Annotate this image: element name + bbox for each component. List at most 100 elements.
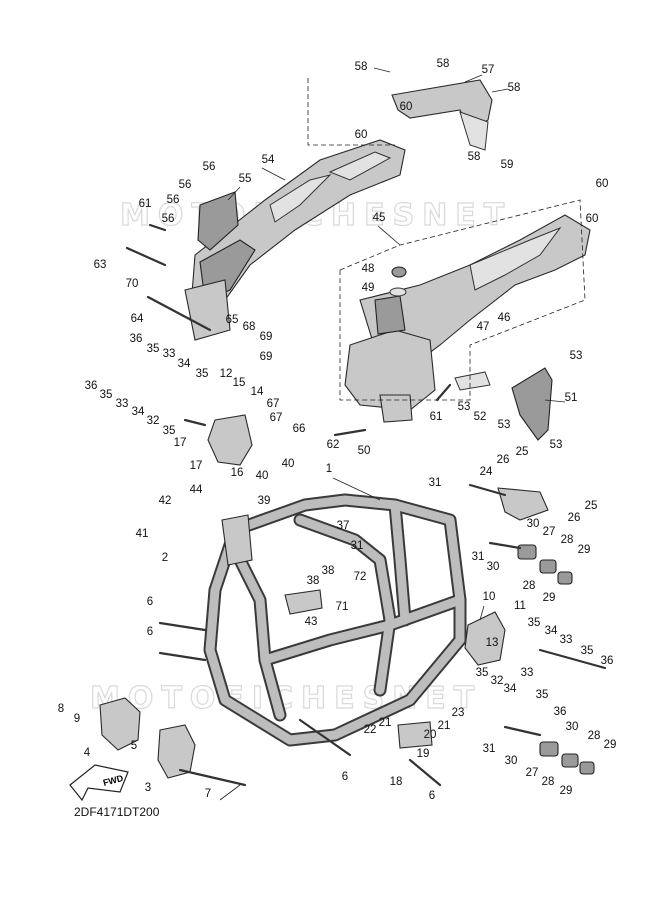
callout-number: 57 — [482, 64, 495, 76]
callout-number: 36 — [130, 333, 143, 345]
callout-number: 36 — [554, 706, 567, 718]
callout-number: 34 — [545, 625, 558, 637]
callout-number: 35 — [196, 368, 209, 380]
callout-number: 71 — [336, 601, 349, 613]
callout-number: 22 — [364, 724, 377, 736]
callout-number: 56 — [167, 194, 180, 206]
callout-number: 25 — [585, 500, 598, 512]
callout-number: 64 — [131, 313, 144, 325]
callout-number: 7 — [205, 788, 211, 800]
callout-number: 16 — [231, 467, 244, 479]
callout-number: 50 — [358, 445, 371, 457]
callout-number: 35 — [581, 645, 594, 657]
callout-number: 28 — [561, 534, 574, 546]
bracket-43 — [284, 589, 323, 615]
callout-number: 35 — [163, 425, 176, 437]
callout-number: 41 — [136, 528, 149, 540]
callout-number: 26 — [497, 454, 510, 466]
callout-number: 30 — [566, 721, 579, 733]
callout-number: 40 — [256, 470, 269, 482]
callout-number: 28 — [523, 580, 536, 592]
callout-number: 63 — [94, 259, 107, 271]
callout-number: 47 — [477, 321, 490, 333]
callout-number: 1 — [326, 463, 332, 475]
filler-gasket — [389, 287, 407, 297]
callout-number: 54 — [262, 154, 275, 166]
callout-number: 24 — [480, 466, 493, 478]
assembly-outline-45 — [339, 199, 586, 401]
callout-number: 20 — [424, 729, 437, 741]
leader-lines — [219, 67, 566, 801]
callout-number: 31 — [429, 477, 442, 489]
callout-number: 30 — [505, 755, 518, 767]
callout-number: 13 — [486, 637, 499, 649]
callout-number: 44 — [190, 484, 203, 496]
callout-number: 3 — [145, 782, 151, 794]
rear-subframe — [184, 139, 406, 341]
callout-number: 67 — [270, 412, 283, 424]
callout-number: 31 — [483, 743, 496, 755]
callout-number: 53 — [570, 350, 583, 362]
bracket-lower — [397, 721, 433, 749]
callout-number: 12 — [220, 368, 233, 380]
callout-number: 25 — [516, 446, 529, 458]
callout-number: 34 — [504, 683, 517, 695]
callout-number: 35 — [528, 617, 541, 629]
callout-number: 52 — [474, 411, 487, 423]
callout-number: 2 — [162, 552, 168, 564]
stay-bracket — [454, 371, 491, 391]
callout-number: 58 — [468, 151, 481, 163]
front-mount-right — [157, 724, 196, 779]
callout-number: 53 — [498, 419, 511, 431]
right-cover — [511, 367, 553, 441]
callout-number: 26 — [568, 512, 581, 524]
callout-number: 29 — [578, 544, 591, 556]
callout-number: 33 — [163, 348, 176, 360]
callout-number: 36 — [85, 380, 98, 392]
callout-number: 56 — [179, 179, 192, 191]
main-frame — [203, 493, 467, 747]
callout-number: 45 — [373, 212, 386, 224]
callout-number: 10 — [483, 591, 496, 603]
callout-number: 39 — [258, 495, 271, 507]
callout-number: 42 — [159, 495, 172, 507]
callout-number: 31 — [472, 551, 485, 563]
callout-number: 34 — [132, 406, 145, 418]
callout-number: 62 — [327, 439, 340, 451]
damper-set-upper — [517, 544, 573, 585]
callout-number: 27 — [543, 526, 556, 538]
callout-number: 51 — [565, 392, 578, 404]
engine-mount-right — [464, 611, 506, 666]
callout-number: 61 — [139, 198, 152, 210]
bolts — [125, 223, 607, 787]
diagram-code: 2DF4171DT200 — [74, 805, 160, 819]
main-subframe — [344, 214, 591, 423]
callout-number: 33 — [521, 667, 534, 679]
callout-number: 46 — [498, 312, 511, 324]
rear-bracket — [391, 79, 493, 151]
callout-number: 6 — [147, 596, 153, 608]
callout-number: 31 — [351, 540, 364, 552]
callout-number: 17 — [190, 460, 203, 472]
callout-number: 66 — [293, 423, 306, 435]
callout-number: 23 — [452, 707, 465, 719]
callout-number: 33 — [116, 398, 129, 410]
callout-number: 35 — [100, 389, 113, 401]
callout-number: 53 — [458, 401, 471, 413]
callout-number: 6 — [429, 790, 435, 802]
callout-number: 21 — [438, 720, 451, 732]
callout-number: 21 — [379, 717, 392, 729]
callout-number: 32 — [491, 675, 504, 687]
callout-number: 69 — [260, 331, 273, 343]
callout-number: 69 — [260, 351, 273, 363]
callout-number: 33 — [560, 634, 573, 646]
callout-number: 61 — [430, 411, 443, 423]
callout-number: 30 — [487, 561, 500, 573]
callout-number: 72 — [354, 571, 367, 583]
callout-number: 37 — [337, 520, 350, 532]
damper-set-lower — [539, 741, 595, 775]
fwd-arrow: FWD — [69, 764, 129, 802]
callout-number: 59 — [501, 159, 514, 171]
